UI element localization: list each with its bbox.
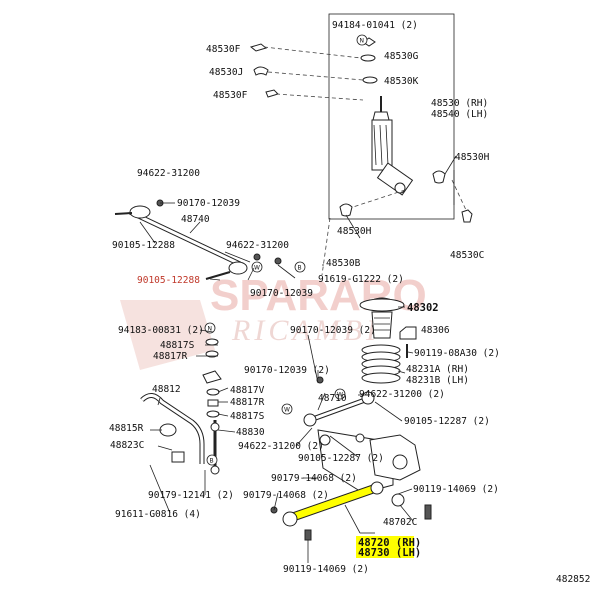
- stabilizer-link-parts: N B: [202, 322, 222, 466]
- label-91611: 91611-G0816 (4): [115, 509, 201, 520]
- bushing-48530h-lower: [339, 203, 353, 217]
- label-90105-a: 90105-12288: [112, 240, 175, 251]
- footer-code: 482852: [556, 574, 590, 585]
- label-90170-d: 90170-12039 (2): [244, 365, 330, 376]
- label-48540-lh: 48540 (LH): [431, 109, 488, 120]
- label-90170-b: 90170-12039: [250, 288, 313, 299]
- label-48530f-a: 48530F: [206, 44, 241, 55]
- label-48817v: 48817V: [230, 385, 265, 396]
- coil-spring: [359, 297, 405, 384]
- label-94184: 94184-01041 (2): [332, 20, 418, 31]
- label-48830: 48830: [236, 427, 265, 438]
- label-90119-c: 90119-14069 (2): [283, 564, 369, 575]
- svg-text:W: W: [337, 392, 343, 399]
- label-48530h-a: 48530H: [455, 152, 490, 163]
- svg-text:W: W: [254, 265, 260, 272]
- label-90105-c: 90105-12287 (2): [404, 416, 490, 427]
- label-90105-b: 90105-12288: [137, 275, 200, 286]
- lower-control-arm-48720: [270, 481, 432, 541]
- label-48815r: 48815R: [109, 423, 144, 434]
- label-48710: 48710: [318, 393, 347, 404]
- bushing-48530c: [461, 209, 473, 223]
- svg-text:W: W: [284, 407, 290, 414]
- label-48530g: 48530G: [384, 51, 419, 62]
- label-90179-b: 90179-12141 (2): [148, 490, 234, 501]
- label-94183: 94183-00831 (2): [118, 325, 204, 336]
- label-48530j: 48530J: [209, 67, 243, 78]
- label-94622-c: 94622-31200 (2): [359, 389, 445, 400]
- label-90179-a: 90179-14068 (2): [271, 473, 357, 484]
- label-48231a: 48231A (RH): [406, 364, 469, 375]
- label-94622-d: 94622-31200 (2): [238, 441, 324, 452]
- svg-text:B: B: [210, 458, 214, 465]
- label-48740: 48740: [181, 214, 210, 225]
- label-90105-d: 90105-12287 (2): [298, 453, 384, 464]
- label-48530b: 48530B: [326, 258, 361, 269]
- label-94622-a: 94622-31200: [137, 168, 200, 179]
- svg-text:B: B: [298, 265, 302, 272]
- label-91619: 91619-G1222 (2): [318, 274, 404, 285]
- label-90179-c: 90179-14068 (2): [243, 490, 329, 501]
- shock-absorber-frame: [328, 13, 455, 220]
- label-48530k: 48530K: [384, 76, 419, 87]
- label-90170-a: 90170-12039: [177, 198, 240, 209]
- label-48817r-a: 48817R: [153, 351, 188, 362]
- bump-stop-48306: [399, 326, 417, 340]
- axle-housing: [317, 429, 421, 507]
- label-48730-lh: 48730 (LH): [358, 547, 421, 559]
- label-90119-b: 90119-14069 (2): [413, 484, 499, 495]
- label-94622-b: 94622-31200: [226, 240, 289, 251]
- svg-text:N: N: [360, 38, 365, 45]
- label-48817r-b: 48817R: [230, 397, 265, 408]
- label-48530f-b: 48530F: [213, 90, 248, 101]
- label-48823c: 48823C: [110, 440, 144, 451]
- label-48817s-b: 48817S: [230, 411, 265, 422]
- label-48302: 48302: [407, 302, 439, 314]
- label-48231b: 48231B (LH): [406, 375, 469, 386]
- label-90119-a: 90119-08A30 (2): [414, 348, 500, 359]
- svg-text:N: N: [208, 326, 213, 333]
- lateral-rod-48740: [114, 199, 282, 280]
- label-90170-c: 90170-12039 (2): [290, 325, 376, 336]
- highlighted-part-label: 48720 (RH) 48730 (LH): [356, 536, 421, 559]
- label-48720-rh: 48720 (RH): [358, 537, 421, 549]
- label-48817s-a: 48817S: [160, 340, 195, 351]
- stabilizer-bar: [140, 393, 220, 475]
- leader-lines: [139, 155, 457, 563]
- label-48812: 48812: [152, 384, 181, 395]
- shock-top-parts: N: [249, 34, 378, 101]
- label-48530h-b: 48530H: [337, 226, 372, 237]
- label-48306: 48306: [421, 325, 450, 336]
- label-48530c: 48530C: [450, 250, 484, 261]
- label-48530-rh: 48530 (RH): [431, 98, 488, 109]
- part-labels: 94184-01041 (2) 48530F 48530G 48530J 485…: [109, 20, 500, 528]
- shock-absorber: [371, 96, 414, 196]
- label-48702c: 48702C: [383, 517, 417, 528]
- watermark-sub: RICAMBI: [231, 314, 380, 347]
- bushing-48530h: [432, 170, 446, 184]
